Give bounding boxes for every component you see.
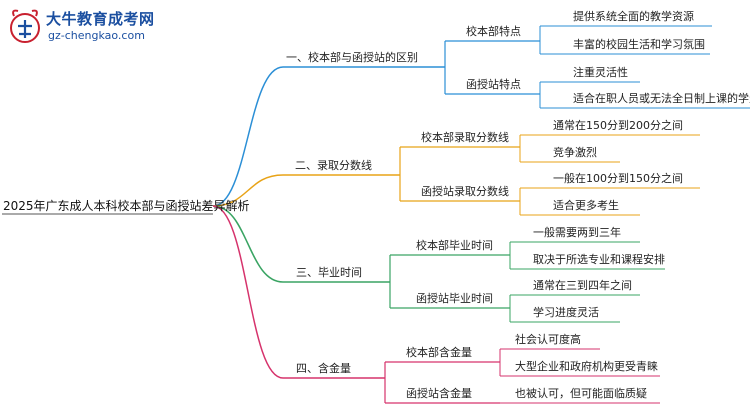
logo-title: 大牛教育成考网 [46,10,155,28]
leaf-campus-value-2: 大型企业和政府机构更受青睐 [515,360,658,373]
leaf-station-graduation-1: 通常在三到四年之间 [533,279,632,292]
logo-url: gz-chengkao.com [48,29,145,42]
node-station-features: 函授站特点 [466,78,521,91]
branch-connector [212,205,284,283]
branch-connector [212,66,284,207]
branch-graduation-time: 三、毕业时间 [296,266,362,279]
leaf-station-score-1: 一般在100分到150分之间 [553,172,683,185]
branch-differences: 一、校本部与函授站的区别 [286,51,418,64]
bull-logo-icon [10,9,40,43]
node-campus-features: 校本部特点 [466,25,521,38]
leaf-station-feature-2: 适合在职人员或无法全日制上课的学生 [573,92,750,105]
leaf-station-feature-1: 注重灵活性 [573,66,628,79]
node-campus-graduation: 校本部毕业时间 [416,239,493,252]
site-logo[interactable]: 大牛教育成考网 gz-chengkao.com [2,4,177,50]
node-station-value: 函授站含金量 [406,387,472,400]
leaf-campus-feature-1: 提供系统全面的教学资源 [573,10,694,23]
leaf-station-graduation-2: 学习进度灵活 [533,306,599,319]
leaf-campus-value-1: 社会认可度高 [515,333,581,346]
leaf-campus-graduation-2: 取决于所选专业和课程安排 [533,253,665,266]
branch-admission-score: 二、录取分数线 [295,159,372,172]
leaf-campus-graduation-1: 一般需要两到三年 [533,226,621,239]
branch-credential-value: 四、含金量 [296,362,351,375]
branch-connector [212,205,284,379]
branch-connector [212,174,284,207]
leaf-campus-feature-2: 丰富的校园生活和学习氛围 [573,38,705,51]
node-campus-value: 校本部含金量 [406,346,472,359]
node-campus-score: 校本部录取分数线 [421,131,509,144]
leaf-campus-score-2: 竞争激烈 [553,146,597,159]
root-topic: 2025年广东成人本科校本部与函授站差异解析 [3,199,250,213]
leaf-campus-score-1: 通常在150分到200分之间 [553,119,683,132]
node-station-graduation: 函授站毕业时间 [416,292,493,305]
leaf-station-value-1: 也被认可，但可能面临质疑 [515,387,647,400]
leaf-station-score-2: 适合更多考生 [553,199,619,212]
node-station-score: 函授站录取分数线 [421,185,509,198]
